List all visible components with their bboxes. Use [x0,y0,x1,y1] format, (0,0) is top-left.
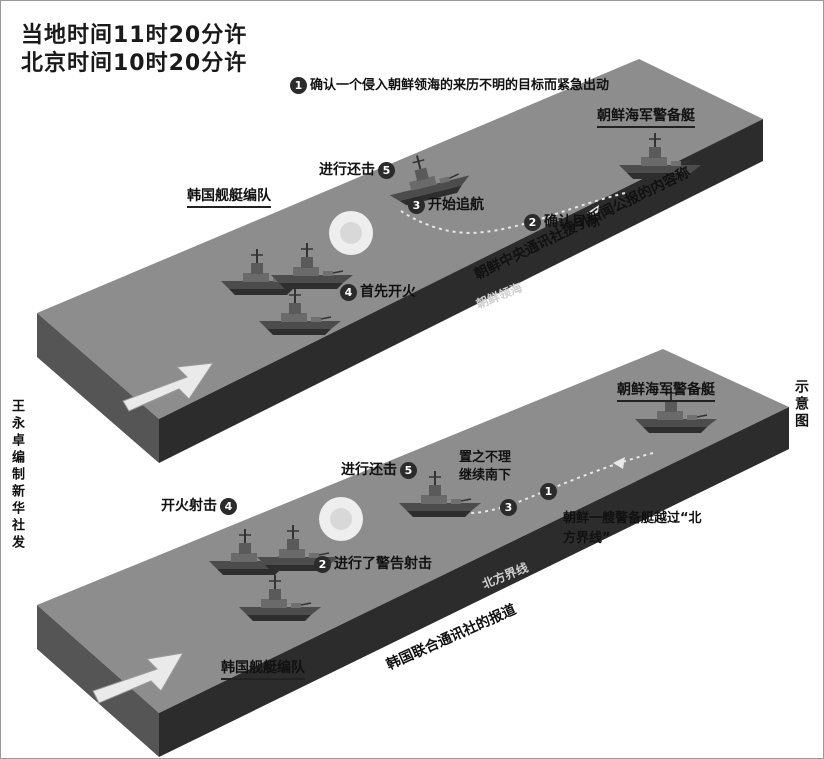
top-sea-edge [159,119,763,463]
top-step-5-text: 进行还击 [319,162,375,178]
top-step-1-text: 确认一个侵入朝鲜领海的来历不明的目标而紧急出动 [310,78,610,93]
bottom-nk-patrol-label: 朝鲜海军警备艇 [617,379,715,402]
bottom-sea-edge [159,407,789,757]
top-path-arrowhead [587,205,599,217]
bottom-step-5-text: 进行还击 [341,462,397,478]
top-gunfire-core [340,222,362,244]
credit-vertical: 王永卓编制新华社发 [9,399,24,552]
top-sea-front [37,313,159,463]
beijing-time-heading: 北京时间10时20分许 [21,51,248,76]
bottom-step-3-callout: 3 [497,499,520,516]
bottom-direction-arrow [92,652,184,704]
bottom-step-3-badge: 3 [500,499,517,516]
bottom-step-2-text: 进行了警告射击 [334,556,432,572]
top-direction-arrow [122,362,215,412]
bottom-step-4-badge: 4 [220,497,237,515]
diagram-label: 示意图 [793,379,809,430]
top-step-1-badge: 1 [290,77,307,94]
bottom-step-1-badge: 1 [540,483,557,500]
top-sea-panel [37,59,763,463]
top-sea-surface [37,59,763,419]
bottom-gunfire-core [330,508,352,530]
bottom-southward-path [470,452,654,514]
bottom-step-4-text: 开火射击 [161,498,217,514]
bottom-sea-front [37,605,159,757]
top-step-2-badge: 2 [524,213,541,231]
top-step-2-text: 确认目标 [544,214,600,230]
bottom-ignore-note: 置之不理 继续南下 [459,450,512,483]
top-step-4-text: 首先开火 [360,284,416,300]
top-chase-path [400,192,626,235]
top-step-3-badge: 3 [408,196,425,214]
bottom-nll-crossing-note: 朝鲜一艘警备艇越过“北方界线” [563,511,702,546]
bottom-step-1-callout: 1 [537,483,560,500]
bottom-path-arrowhead [613,457,625,469]
bottom-sea-surface [37,349,789,713]
top-step-4-badge: 4 [340,283,357,301]
bottom-sk-fleet-label: 韩国舰艇编队 [221,657,305,680]
top-step-3-text: 开始追航 [428,197,484,213]
top-nk-patrol-label: 朝鲜海军警备艇 [597,105,695,128]
bottom-step-5-badge: 5 [400,461,417,479]
local-time-heading: 当地时间11时20分许 [21,23,248,48]
top-sk-fleet-label: 韩国舰艇编队 [187,185,271,208]
top-step-5-badge: 5 [378,161,395,179]
bottom-sea-panel [37,349,789,757]
bottom-step-2-badge: 2 [314,555,331,573]
